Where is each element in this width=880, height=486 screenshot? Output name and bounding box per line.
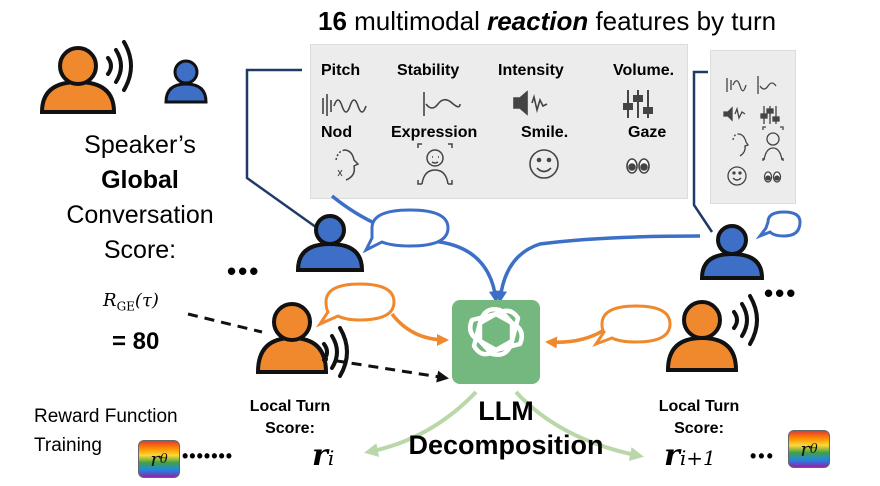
llm-decomposition-label: LLM Decomposition: [408, 396, 604, 460]
listener-right-icon: [699, 224, 765, 280]
ellipsis-right: •••: [764, 278, 798, 308]
feature-panel: [310, 44, 688, 199]
decomp-arrow-left: [364, 390, 478, 457]
volume-sliders-icon: [623, 90, 653, 118]
diagram-title: 16 multimodal reaction features by turn: [318, 6, 777, 36]
blue-speech-bubble-right: [755, 210, 802, 240]
global-score-line1: Speaker’s: [84, 131, 196, 159]
ellipsis-left: •••: [227, 256, 261, 286]
feature-label-expression: Expression: [391, 124, 478, 141]
orange-speech-bubble-right: [592, 304, 672, 348]
panel-connector-left: [245, 68, 321, 232]
local-reward-right: ri+1: [664, 438, 716, 473]
speaker-left-waves-icon: [322, 326, 349, 378]
global-score-line2: Global: [101, 166, 179, 194]
feature-label-stability: Stability: [397, 62, 460, 79]
global-score-formula: RGE(τ): [103, 290, 159, 314]
feature-label-nod: Nod: [321, 124, 353, 141]
speaker-left-icon: [255, 302, 329, 374]
intensity-speaker-icon: [513, 90, 548, 116]
pitch-waveform-icon: [322, 94, 367, 116]
feature-label-gaze: Gaze: [628, 124, 667, 141]
dotted-connector-left: •••••••: [182, 446, 234, 466]
global-speaker-icon: [39, 46, 117, 114]
global-score-dashed-line: [187, 312, 263, 334]
sound-waves-icon: [106, 40, 133, 92]
gaze-eyes-icon: [626, 158, 650, 174]
decomp-arrow-right: [514, 390, 644, 461]
compact-feature-icons: [723, 76, 784, 186]
stability-wave-icon: [423, 92, 461, 116]
blue-speech-bubble-left: [362, 208, 450, 254]
global-score-line3: Conversation: [66, 201, 214, 229]
panel-connector-right: [692, 70, 714, 233]
feature-label-pitch: Pitch: [321, 62, 361, 79]
speaker-right-waves-icon: [732, 294, 759, 346]
feature-label-volume: Volume.: [613, 62, 675, 79]
orange-arrow-right: [545, 328, 605, 349]
listener-arrow-right: [495, 234, 701, 303]
listener-left-icon: [295, 214, 365, 272]
expression-face-scan-icon: [417, 143, 453, 185]
feature-label-smile: Smile.: [521, 124, 569, 141]
local-turn-score-right: Local Turn Score:: [658, 398, 740, 437]
feature-label-intensity: Intensity: [498, 62, 564, 79]
orange-speech-bubble-left: [315, 282, 396, 328]
nod-head-icon: [335, 149, 360, 181]
global-score-line4: Score:: [103, 236, 177, 264]
global-listener-icon: [164, 59, 208, 104]
openai-logo-icon: [468, 307, 524, 357]
global-score-label: Speaker’s Global Conversation Score:: [40, 128, 240, 268]
local-turn-score-left: Local Turn Score:: [249, 398, 331, 437]
speaker-right-icon: [665, 300, 739, 372]
local-reward-left: ri: [312, 438, 335, 473]
dotted-connector-right: •••: [750, 446, 775, 466]
reward-training-label: Reward Function Training: [34, 406, 178, 456]
orange-arrow-left: [390, 312, 449, 346]
global-score-value: = 80: [112, 328, 160, 355]
global-score-dashed-arrow: [317, 356, 449, 383]
smile-face-icon: [529, 149, 559, 179]
